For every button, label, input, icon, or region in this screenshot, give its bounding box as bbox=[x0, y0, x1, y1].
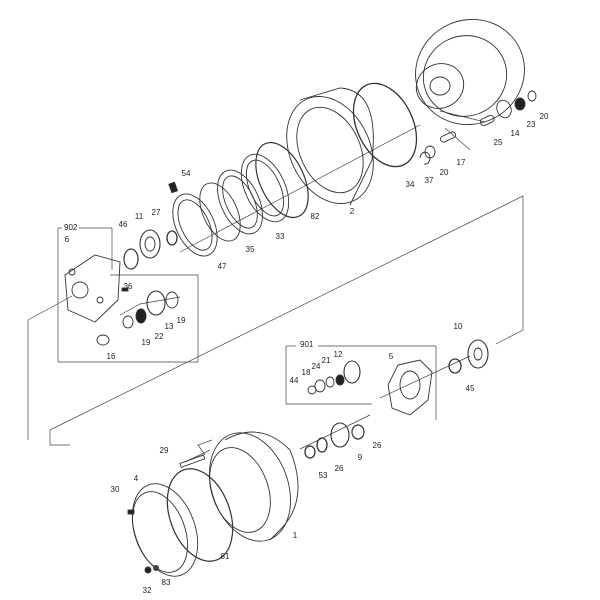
part-label-30: 30 bbox=[110, 485, 120, 494]
part-label-32: 32 bbox=[142, 586, 152, 595]
part-label-23: 23 bbox=[526, 120, 536, 129]
part-label-44: 44 bbox=[289, 376, 299, 385]
part-label-81: 81 bbox=[220, 552, 230, 561]
gear-11-group bbox=[123, 229, 178, 270]
part-label-29: 29 bbox=[159, 446, 169, 455]
group-label-901: 901 bbox=[298, 340, 316, 349]
part-label-16: 16 bbox=[106, 352, 116, 361]
plug-32 bbox=[144, 566, 152, 574]
part-label-2: 2 bbox=[349, 207, 355, 216]
part-label-35: 35 bbox=[245, 245, 255, 254]
part-label-22: 22 bbox=[154, 332, 164, 341]
part-label-26: 26 bbox=[372, 441, 382, 450]
bearing-rings bbox=[172, 141, 309, 257]
part-label-53: 53 bbox=[318, 471, 328, 480]
part-label-25: 25 bbox=[493, 138, 503, 147]
part-label-27: 27 bbox=[151, 208, 161, 217]
part-label-26: 26 bbox=[334, 464, 344, 473]
planet-gear-12-set bbox=[307, 360, 361, 395]
gear-9-group bbox=[304, 422, 365, 459]
part-label-9: 9 bbox=[357, 453, 363, 462]
o-ring-81 bbox=[166, 468, 234, 562]
part-label-11: 11 bbox=[134, 212, 144, 221]
seal-ring-34 bbox=[352, 82, 418, 168]
ring-gear-housing-1 bbox=[209, 431, 299, 542]
part-label-13: 13 bbox=[164, 322, 174, 331]
part-label-24: 24 bbox=[311, 362, 321, 371]
part-label-5: 5 bbox=[388, 352, 394, 361]
part-label-6: 6 bbox=[64, 235, 70, 244]
gear-10-group bbox=[448, 339, 489, 374]
assembly-axis-lines bbox=[27, 110, 524, 463]
part-label-20: 20 bbox=[539, 112, 549, 121]
plug-83 bbox=[153, 565, 159, 571]
part-label-46: 46 bbox=[118, 220, 128, 229]
part-label-4: 4 bbox=[133, 474, 139, 483]
part-label-12: 12 bbox=[333, 350, 343, 359]
part-label-19: 19 bbox=[176, 316, 186, 325]
part-label-83: 83 bbox=[161, 578, 171, 587]
part-label-10: 10 bbox=[453, 322, 463, 331]
part-label-20: 20 bbox=[439, 168, 449, 177]
carrier-6 bbox=[64, 254, 121, 323]
part-label-14: 14 bbox=[510, 129, 520, 138]
drum-housing-2 bbox=[286, 87, 374, 206]
part-label-19: 19 bbox=[141, 338, 151, 347]
group-901-box bbox=[285, 345, 437, 420]
part-label-21: 21 bbox=[321, 356, 331, 365]
part-label-82: 82 bbox=[310, 212, 320, 221]
pin-16 bbox=[96, 334, 110, 346]
part-label-47: 47 bbox=[217, 262, 227, 271]
carrier-5 bbox=[387, 359, 433, 416]
cover-plate-4 bbox=[131, 483, 199, 577]
part-label-34: 34 bbox=[405, 180, 415, 189]
hub-flange bbox=[415, 19, 525, 125]
group-label-902: 902 bbox=[62, 223, 80, 232]
part-label-1: 1 bbox=[292, 531, 298, 540]
bolt-54 bbox=[168, 181, 179, 194]
part-label-18: 18 bbox=[301, 368, 311, 377]
part-label-45: 45 bbox=[465, 384, 475, 393]
planet-gear-13-set bbox=[121, 287, 179, 329]
part-label-54: 54 bbox=[181, 169, 191, 178]
bolt-30 bbox=[127, 509, 135, 515]
bolt-29 bbox=[179, 454, 206, 468]
part-label-36: 36 bbox=[123, 282, 133, 291]
part-label-33: 33 bbox=[275, 232, 285, 241]
part-label-37: 37 bbox=[424, 176, 434, 185]
small-parts-top-right bbox=[419, 90, 537, 165]
part-label-17: 17 bbox=[456, 158, 466, 167]
